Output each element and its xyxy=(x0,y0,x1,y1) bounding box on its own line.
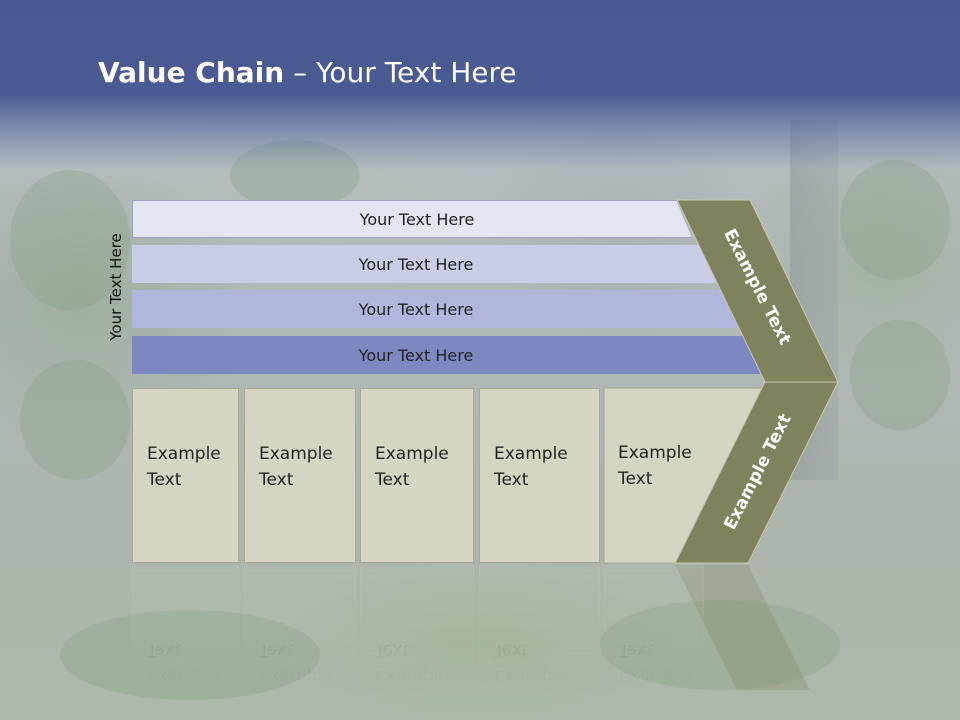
foliage xyxy=(850,320,950,430)
reflection-box-4: Example Text xyxy=(479,565,600,705)
support-bar-1-label: Your Text Here xyxy=(359,209,475,229)
header-band xyxy=(0,0,960,170)
reflection-4-line-1: Example xyxy=(494,666,568,686)
reflection-2-line-2: Text xyxy=(259,640,294,660)
foliage xyxy=(60,610,320,700)
reflection-5-line-2: Text xyxy=(619,640,654,660)
support-bar-2-label: Your Text Here xyxy=(358,254,474,274)
page-title: Value Chain – Your Text Here xyxy=(98,56,517,89)
box-1-line-2: Text xyxy=(147,470,182,490)
margin-chevron-lower xyxy=(674,381,839,564)
foliage xyxy=(10,170,130,310)
box-4-line-2: Text xyxy=(494,470,529,490)
support-bar-4-label: Your Text Here xyxy=(358,345,474,365)
support-bar-3: Your Text Here xyxy=(132,290,740,328)
chevron-reflection-shape xyxy=(675,565,810,690)
title-rest: – Your Text Here xyxy=(284,56,517,89)
foliage xyxy=(840,160,950,280)
reflection-5-line-1: Example xyxy=(619,666,693,686)
reflection-4-line-2: Text xyxy=(494,640,529,660)
chevron-reflection xyxy=(675,565,810,690)
box-5-line-1: Example xyxy=(618,443,692,463)
box-2-line-1: Example xyxy=(259,444,333,464)
reflection-box-5: Example Text xyxy=(604,565,704,705)
reflection-3-line-1: Example xyxy=(375,666,449,686)
support-bar-2: Your Text Here xyxy=(132,245,717,283)
support-bar-3-label: Your Text Here xyxy=(358,299,474,319)
box-2-line-2: Text xyxy=(259,470,294,490)
box-4-line-1: Example xyxy=(494,444,568,464)
foliage xyxy=(600,600,840,690)
support-bar-4: Your Text Here xyxy=(132,336,765,374)
box-3-line-1: Example xyxy=(375,444,449,464)
reflection-2-line-1: Example xyxy=(259,666,333,686)
reflection-3-line-2: Text xyxy=(375,640,410,660)
reflection-box-2: Example Text xyxy=(244,565,356,705)
title-bold: Value Chain xyxy=(98,56,285,89)
reflection-1-line-1: Example xyxy=(147,666,221,686)
reflection-box-1: Example Text xyxy=(132,565,239,705)
foliage xyxy=(20,360,130,480)
reflection-1-line-2: Text xyxy=(147,640,182,660)
reflection-box-3: Example Text xyxy=(360,565,474,705)
box-3-line-2: Text xyxy=(375,470,410,490)
support-bar-1: Your Text Here xyxy=(132,200,692,238)
box-5-line-2: Text xyxy=(618,469,653,489)
box-1-line-1: Example xyxy=(147,444,221,464)
